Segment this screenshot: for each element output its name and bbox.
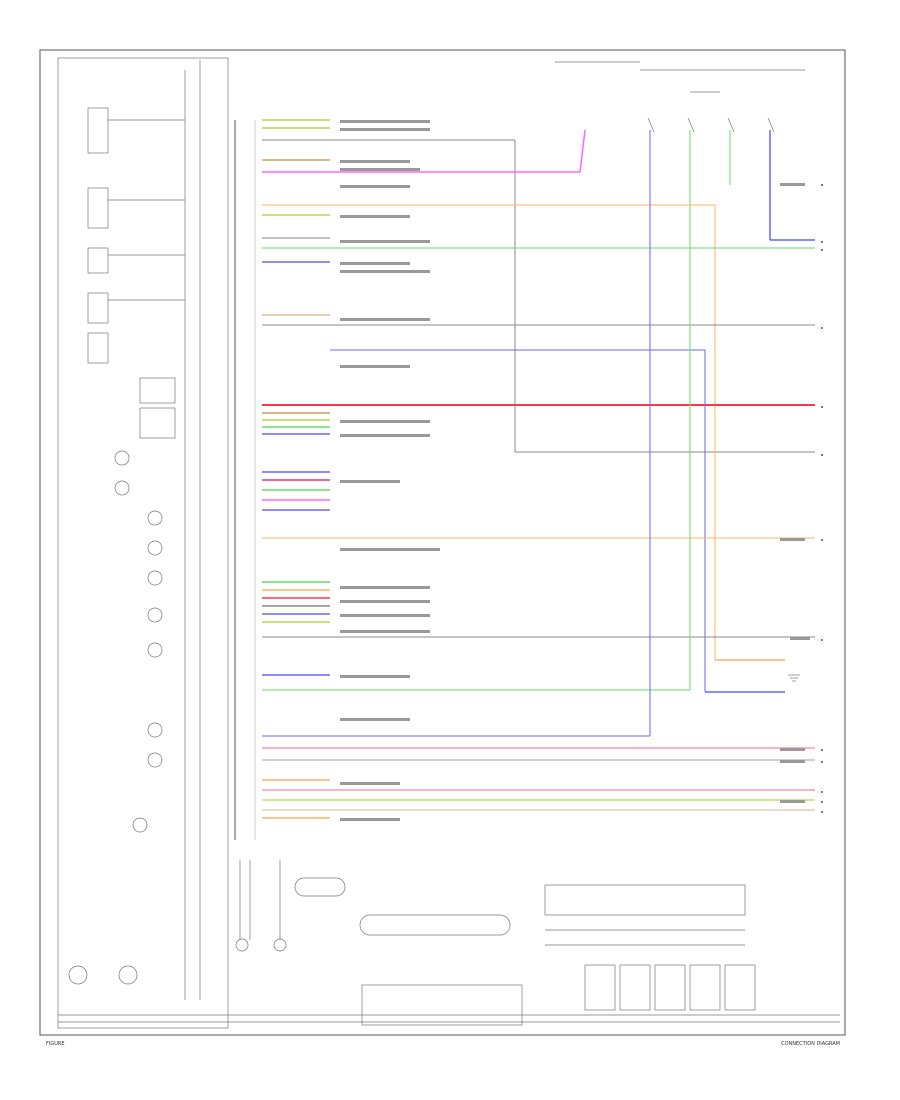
footer-left: FIGURE — [46, 1041, 65, 1047]
terminal-markers — [821, 184, 823, 813]
lamp-icon — [68, 450, 163, 985]
left-panel-frame — [57, 57, 229, 1029]
switch-icon — [555, 61, 805, 133]
bottom-components — [58, 860, 840, 1026]
left-components — [87, 60, 201, 1000]
wire-stubs — [262, 119, 330, 819]
wires — [262, 129, 815, 811]
footer-right: CONNECTION DIAGRAM — [781, 1041, 840, 1047]
ground-icon — [788, 674, 800, 682]
connector-icon — [234, 120, 256, 840]
diagram-border — [39, 49, 846, 1036]
label-marks — [340, 120, 810, 821]
